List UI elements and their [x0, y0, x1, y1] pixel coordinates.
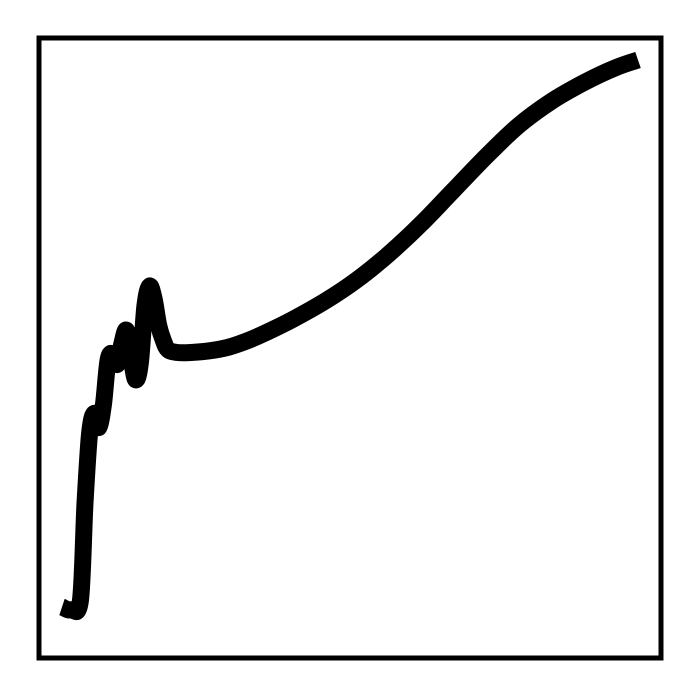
data-point	[153, 298, 155, 300]
data-point	[116, 363, 118, 365]
data-point	[264, 332, 266, 334]
data-point	[107, 359, 109, 361]
series-layer	[58, 51, 641, 620]
series-line-1	[58, 51, 641, 620]
data-point	[167, 349, 169, 351]
data-point	[420, 223, 422, 225]
data-point	[162, 340, 164, 342]
data-point	[356, 279, 358, 281]
data-point	[121, 342, 123, 344]
data-point	[453, 189, 455, 191]
data-point	[485, 156, 487, 158]
data-point	[209, 350, 211, 352]
data-point	[135, 379, 137, 381]
data-point	[130, 357, 132, 359]
data-point	[158, 325, 160, 327]
data-point	[324, 300, 326, 302]
data-point	[144, 305, 146, 307]
data-point	[637, 59, 639, 61]
data-point	[291, 319, 293, 321]
data-point	[126, 329, 128, 331]
data-point	[176, 352, 178, 354]
data-point	[139, 362, 141, 364]
data-point	[388, 253, 390, 255]
data-point	[79, 600, 81, 602]
data-point	[103, 403, 105, 405]
data-point	[227, 346, 229, 348]
data-point	[582, 82, 584, 84]
data-point	[89, 432, 91, 434]
data-point	[70, 609, 72, 611]
data-point	[517, 125, 519, 127]
data-point	[190, 352, 192, 354]
data-point	[61, 606, 63, 608]
data-point	[614, 67, 616, 69]
data-point	[149, 285, 151, 287]
data-point	[93, 412, 95, 414]
data-point	[549, 101, 551, 103]
data-point	[112, 353, 114, 355]
data-point	[84, 502, 86, 504]
data-point	[245, 340, 247, 342]
data-point	[98, 427, 100, 429]
